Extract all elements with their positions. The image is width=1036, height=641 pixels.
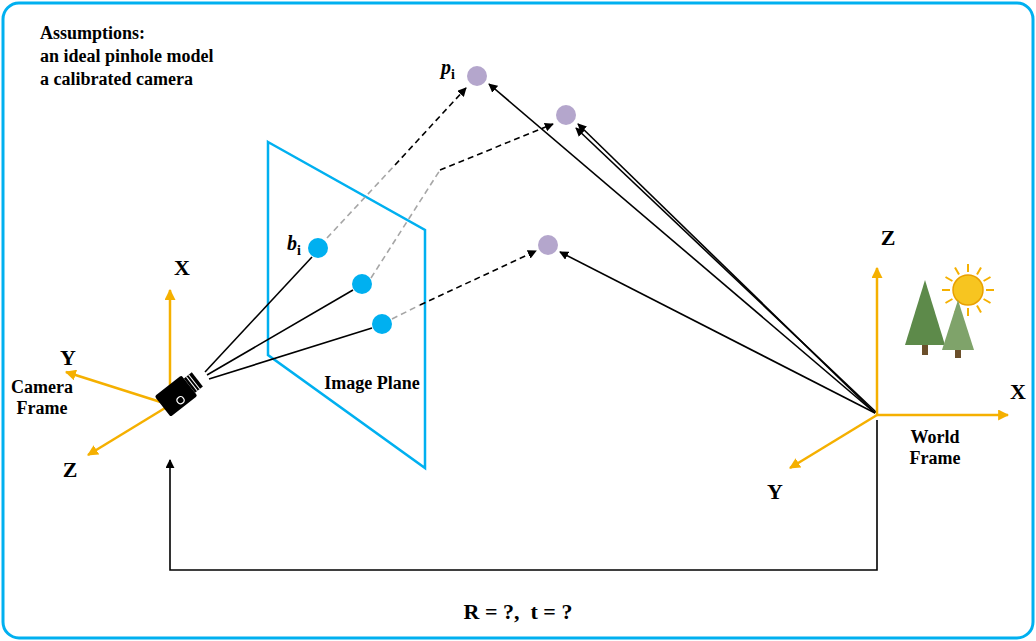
world-vectors — [489, 84, 877, 413]
transform-arrow — [170, 420, 877, 570]
assumption-text: a calibrated camera — [40, 69, 193, 90]
point-label: bi — [287, 232, 301, 259]
sun-ray — [942, 289, 950, 291]
sun-ray — [977, 306, 981, 313]
sun-ray — [955, 267, 959, 274]
ray-extension — [327, 165, 440, 319]
axis-label: X — [174, 255, 190, 280]
sun-ray — [945, 299, 952, 303]
axis-label: Y — [60, 345, 76, 370]
camera-axes — [66, 290, 170, 455]
transform-label: R = ?, t = ? — [464, 599, 573, 624]
ray-arrow — [395, 88, 553, 305]
frame-border — [3, 3, 1033, 638]
symbol-letter: b — [287, 232, 297, 254]
sun-icon — [942, 264, 994, 316]
point-label: pi — [441, 56, 455, 83]
symbol-index: i — [297, 243, 301, 258]
axis-label: Z — [63, 457, 78, 482]
image-points — [308, 238, 392, 334]
world-points — [467, 66, 576, 255]
world-axes — [790, 268, 1008, 468]
symbol-letter: p — [441, 56, 451, 78]
sun-ray — [977, 267, 981, 274]
assumption-text: an ideal pinhole model — [40, 46, 214, 67]
sun-ray — [984, 299, 991, 303]
projection-rays — [205, 257, 372, 379]
assumption-heading: Assumptions: — [40, 23, 145, 44]
sun-ray — [984, 277, 991, 281]
camera-icon — [155, 369, 206, 417]
sun-ray — [986, 289, 994, 291]
frame-label: Camera Frame — [6, 377, 78, 418]
axis-label: Y — [767, 479, 783, 504]
image-plane — [268, 142, 425, 468]
sun-ray — [967, 308, 969, 316]
axis-label: Z — [881, 225, 896, 250]
plane-label: Image Plane — [324, 373, 419, 394]
sun-ray — [967, 264, 969, 272]
axis-label: X — [1010, 379, 1026, 404]
tree-icon — [905, 280, 974, 358]
symbol-index: i — [451, 67, 455, 82]
sun-ray — [945, 277, 952, 281]
frame-label: World Frame — [899, 427, 971, 468]
